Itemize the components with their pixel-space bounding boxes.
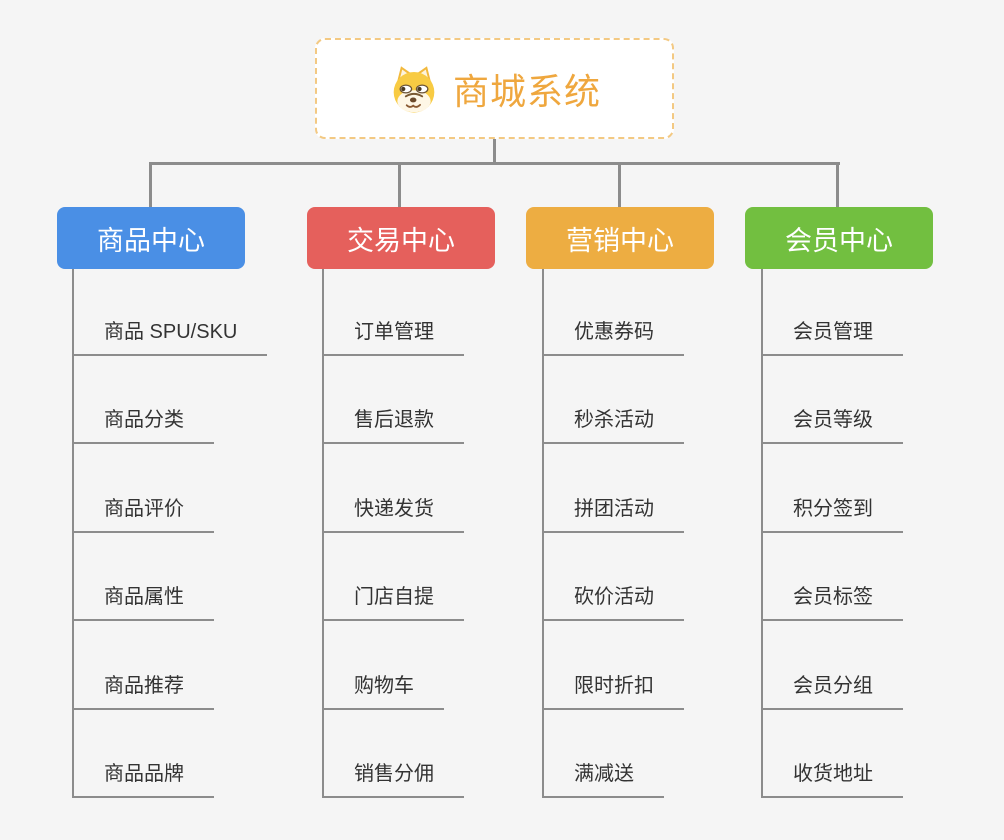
connector-drop-member-center: [836, 162, 839, 208]
leaf-node[interactable]: 商品属性: [72, 584, 214, 621]
branch-children-trade-center: 订单管理 售后退款 快递发货 门店自提 购物车 销售分佣: [322, 269, 557, 798]
branch-node-member-center[interactable]: 会员中心: [745, 207, 933, 269]
connector-drop-product-center: [149, 162, 152, 208]
leaf-node[interactable]: 优惠券码: [542, 319, 684, 356]
branch-node-marketing-center[interactable]: 营销中心: [526, 207, 714, 269]
leaf-node[interactable]: 满减送: [542, 761, 664, 798]
leaf-node[interactable]: 销售分佣: [322, 761, 464, 798]
leaf-node[interactable]: 积分签到: [761, 496, 903, 533]
leaf-node[interactable]: 秒杀活动: [542, 407, 684, 444]
connector-root-stem: [493, 139, 496, 163]
leaf-node[interactable]: 会员分组: [761, 673, 903, 710]
leaf-node[interactable]: 售后退款: [322, 407, 464, 444]
leaf-node[interactable]: 拼团活动: [542, 496, 684, 533]
leaf-node[interactable]: 订单管理: [322, 319, 464, 356]
leaf-node[interactable]: 商品推荐: [72, 673, 214, 710]
leaf-node[interactable]: 收货地址: [761, 761, 903, 798]
leaf-node[interactable]: 购物车: [322, 673, 444, 710]
branch-node-trade-center[interactable]: 交易中心: [307, 207, 495, 269]
branch-node-product-center[interactable]: 商品中心: [57, 207, 245, 269]
leaf-node[interactable]: 会员等级: [761, 407, 903, 444]
leaf-node[interactable]: 商品品牌: [72, 761, 214, 798]
connector-rail: [149, 162, 840, 165]
dog-face-icon: [393, 65, 435, 113]
leaf-node[interactable]: 会员管理: [761, 319, 903, 356]
leaf-node[interactable]: 商品 SPU/SKU: [72, 319, 268, 356]
branch-children-member-center: 会员管理 会员等级 积分签到 会员标签 会员分组 收货地址: [761, 269, 996, 798]
leaf-node[interactable]: 商品评价: [72, 496, 214, 533]
leaf-node[interactable]: 限时折扣: [542, 673, 684, 710]
root-title: 商城系统: [452, 70, 601, 112]
leaf-node[interactable]: 快递发货: [322, 496, 464, 533]
leaf-node[interactable]: 商品分类: [72, 407, 214, 444]
leaf-node[interactable]: 会员标签: [761, 584, 903, 621]
branch-children-marketing-center: 优惠券码 秒杀活动 拼团活动 砍价活动 限时折扣 满减送: [542, 269, 777, 798]
connector-drop-trade-center: [398, 162, 401, 208]
root-node[interactable]: 商城系统: [315, 38, 674, 139]
leaf-node[interactable]: 门店自提: [322, 584, 464, 621]
leaf-node[interactable]: 砍价活动: [542, 584, 684, 621]
branch-children-product-center: 商品 SPU/SKU 商品分类 商品评价 商品属性 商品推荐 商品品牌: [72, 269, 307, 798]
connector-drop-marketing-center: [618, 162, 621, 208]
